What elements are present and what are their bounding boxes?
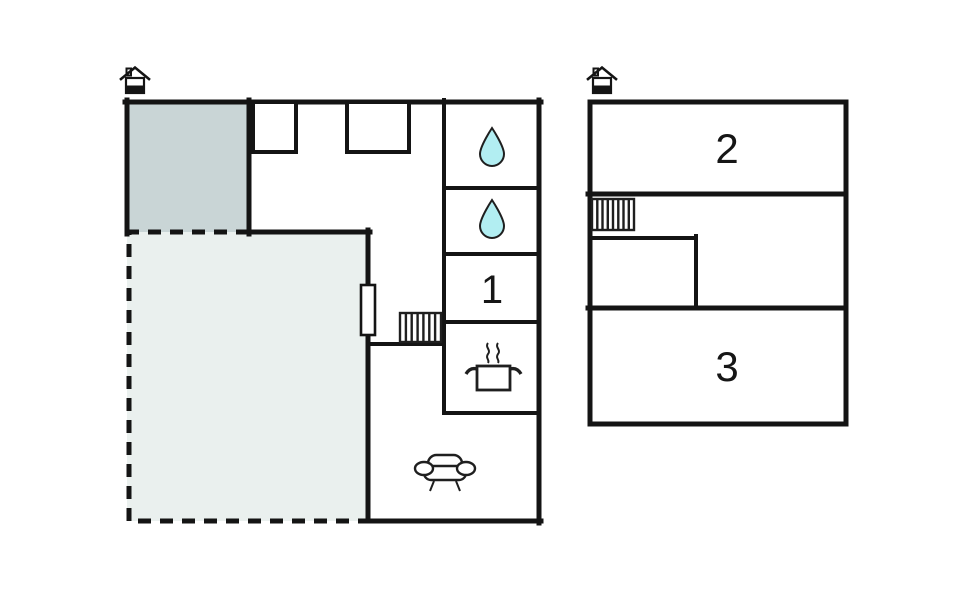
pot-handle-left [464,366,478,375]
stove-pot-icon [464,342,523,392]
pot-handle-right [509,366,523,375]
steam-line [486,342,490,364]
annex-room [127,102,249,232]
closet [345,100,411,154]
terrace-dashed-boundary [126,229,366,524]
room-1-label: 1 [481,268,503,312]
steam-line [496,342,500,364]
ground-floor-plan: 1 [119,66,544,526]
entrance-house-icon [119,66,151,95]
sofa-legs [429,480,461,492]
terrace-area [127,232,368,521]
first-floor-walls [585,99,849,427]
interior-wall [366,98,541,415]
terrace-door [359,283,377,337]
room-2-label: 2 [715,125,738,172]
bathrooms [479,127,505,239]
stairs-icon [590,197,636,232]
closet [251,100,298,154]
annex-terrace-wall [243,97,373,524]
water-drop-icon [479,127,505,167]
outer-wall [587,99,849,427]
stairs-icon [398,311,443,344]
outer-wall [122,97,544,526]
ground-floor-walls [122,97,544,526]
first-floor-plan: 2 3 [585,66,849,427]
interior-wall [588,234,698,310]
entrance-house-icon [586,66,618,95]
room-3-label: 3 [715,343,738,390]
sofa-icon [413,453,477,492]
water-drop-icon [479,199,505,239]
floor-division-wall [585,191,849,311]
